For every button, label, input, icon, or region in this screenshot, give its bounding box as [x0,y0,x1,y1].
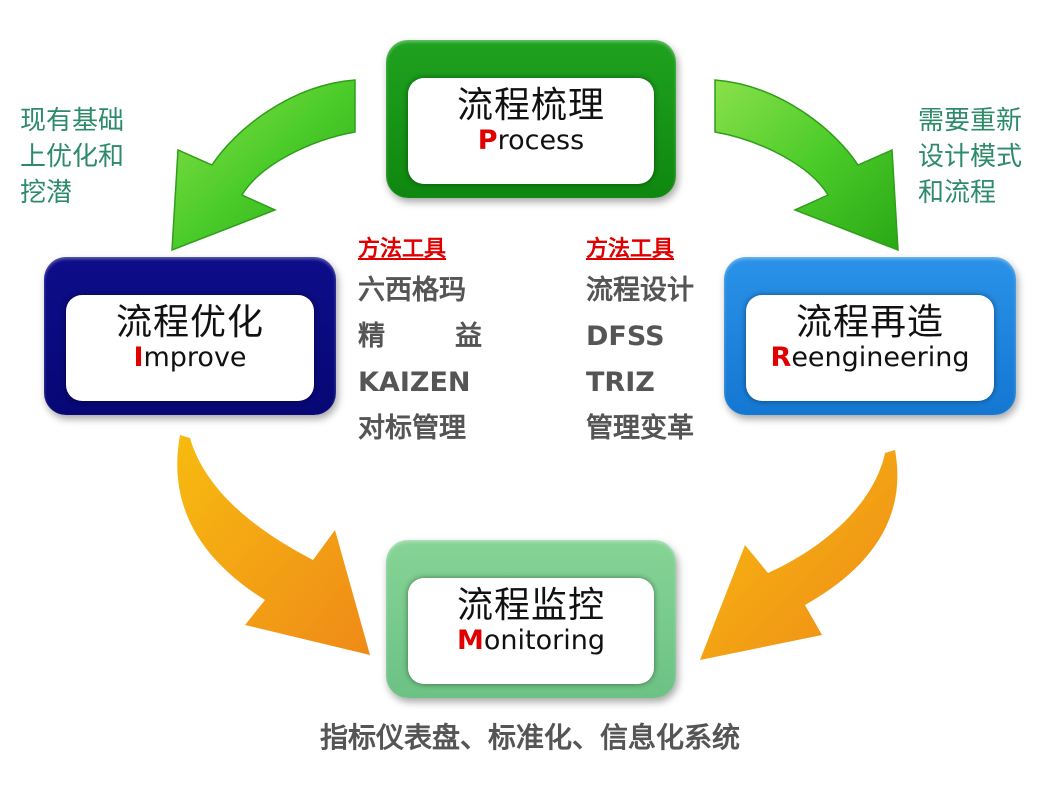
reengineer-title: 流程再造 [795,302,944,343]
monitor-initial: M [457,625,484,656]
monitor-rest: onitoring [483,625,605,656]
reengineer-subtitle: Reengineering [746,343,994,373]
tool-item-part: 精 [358,321,385,352]
note-line: 和流程 [918,178,997,208]
tool-item: 对标管理 [358,413,466,444]
tool-item: 管理变革 [586,413,694,444]
improve-box: 流程优化 Improve [44,257,336,415]
process-subtitle: Process [408,126,654,156]
tools-list-reengineer: 方法工具 流程设计 DFSS TRIZ 管理变革 [586,234,694,452]
process-initial: P [477,125,498,156]
reengineer-initial: R [770,342,792,373]
reengineer-rest: eengineering [791,342,970,373]
process-box: 流程梳理 Process [386,40,676,198]
green-arrow-process-to-reengineer [714,79,899,252]
reengineer-box: 流程再造 Reengineering [724,257,1016,415]
tool-item: TRIZ [586,367,655,398]
note-line: 需要重新 [918,106,1023,136]
green-arrow-process-to-improve [171,79,356,252]
note-line: 上优化和 [20,142,125,172]
tool-item: 流程设计 [586,275,694,306]
improve-box-label: 流程优化 Improve [66,295,314,401]
tool-item: 六西格玛 [358,275,466,306]
tools-heading: 方法工具 [586,237,675,262]
tool-item: DFSS [586,321,665,352]
monitor-box: 流程监控 Monitoring [386,540,676,698]
reengineer-box-label: 流程再造 Reengineering [746,295,994,401]
monitoring-caption: 指标仪表盘、标准化、信息化系统 [319,721,740,754]
monitor-box-label: 流程监控 Monitoring [408,578,654,684]
tool-item-lean: 精 益 [358,314,482,360]
process-rest: rocess [497,125,585,156]
note-redesign: 需要重新 设计模式 和流程 [918,103,1022,211]
tool-item: KAIZEN [358,367,471,398]
tools-list-improve: 方法工具 六西格玛 精 益 KAIZEN 对标管理 [358,234,482,452]
orange-arrow-reengineer-to-monitor [700,450,898,660]
note-line: 挖潜 [20,178,73,208]
orange-arrow-improve-to-monitor [177,435,370,655]
tools-heading: 方法工具 [358,237,447,262]
improve-subtitle: Improve [66,343,314,373]
note-line: 设计模式 [918,142,1023,172]
note-line: 现有基础 [20,106,125,136]
tool-item-part: 益 [455,321,482,352]
improve-initial: I [133,342,144,373]
process-title: 流程梳理 [456,85,605,126]
monitor-subtitle: Monitoring [408,626,654,656]
process-box-label: 流程梳理 Process [408,78,654,184]
improve-rest: mprove [143,342,247,373]
note-optimize-existing: 现有基础 上优化和 挖潜 [20,103,124,211]
improve-title: 流程优化 [115,302,264,343]
monitor-title: 流程监控 [456,585,605,626]
